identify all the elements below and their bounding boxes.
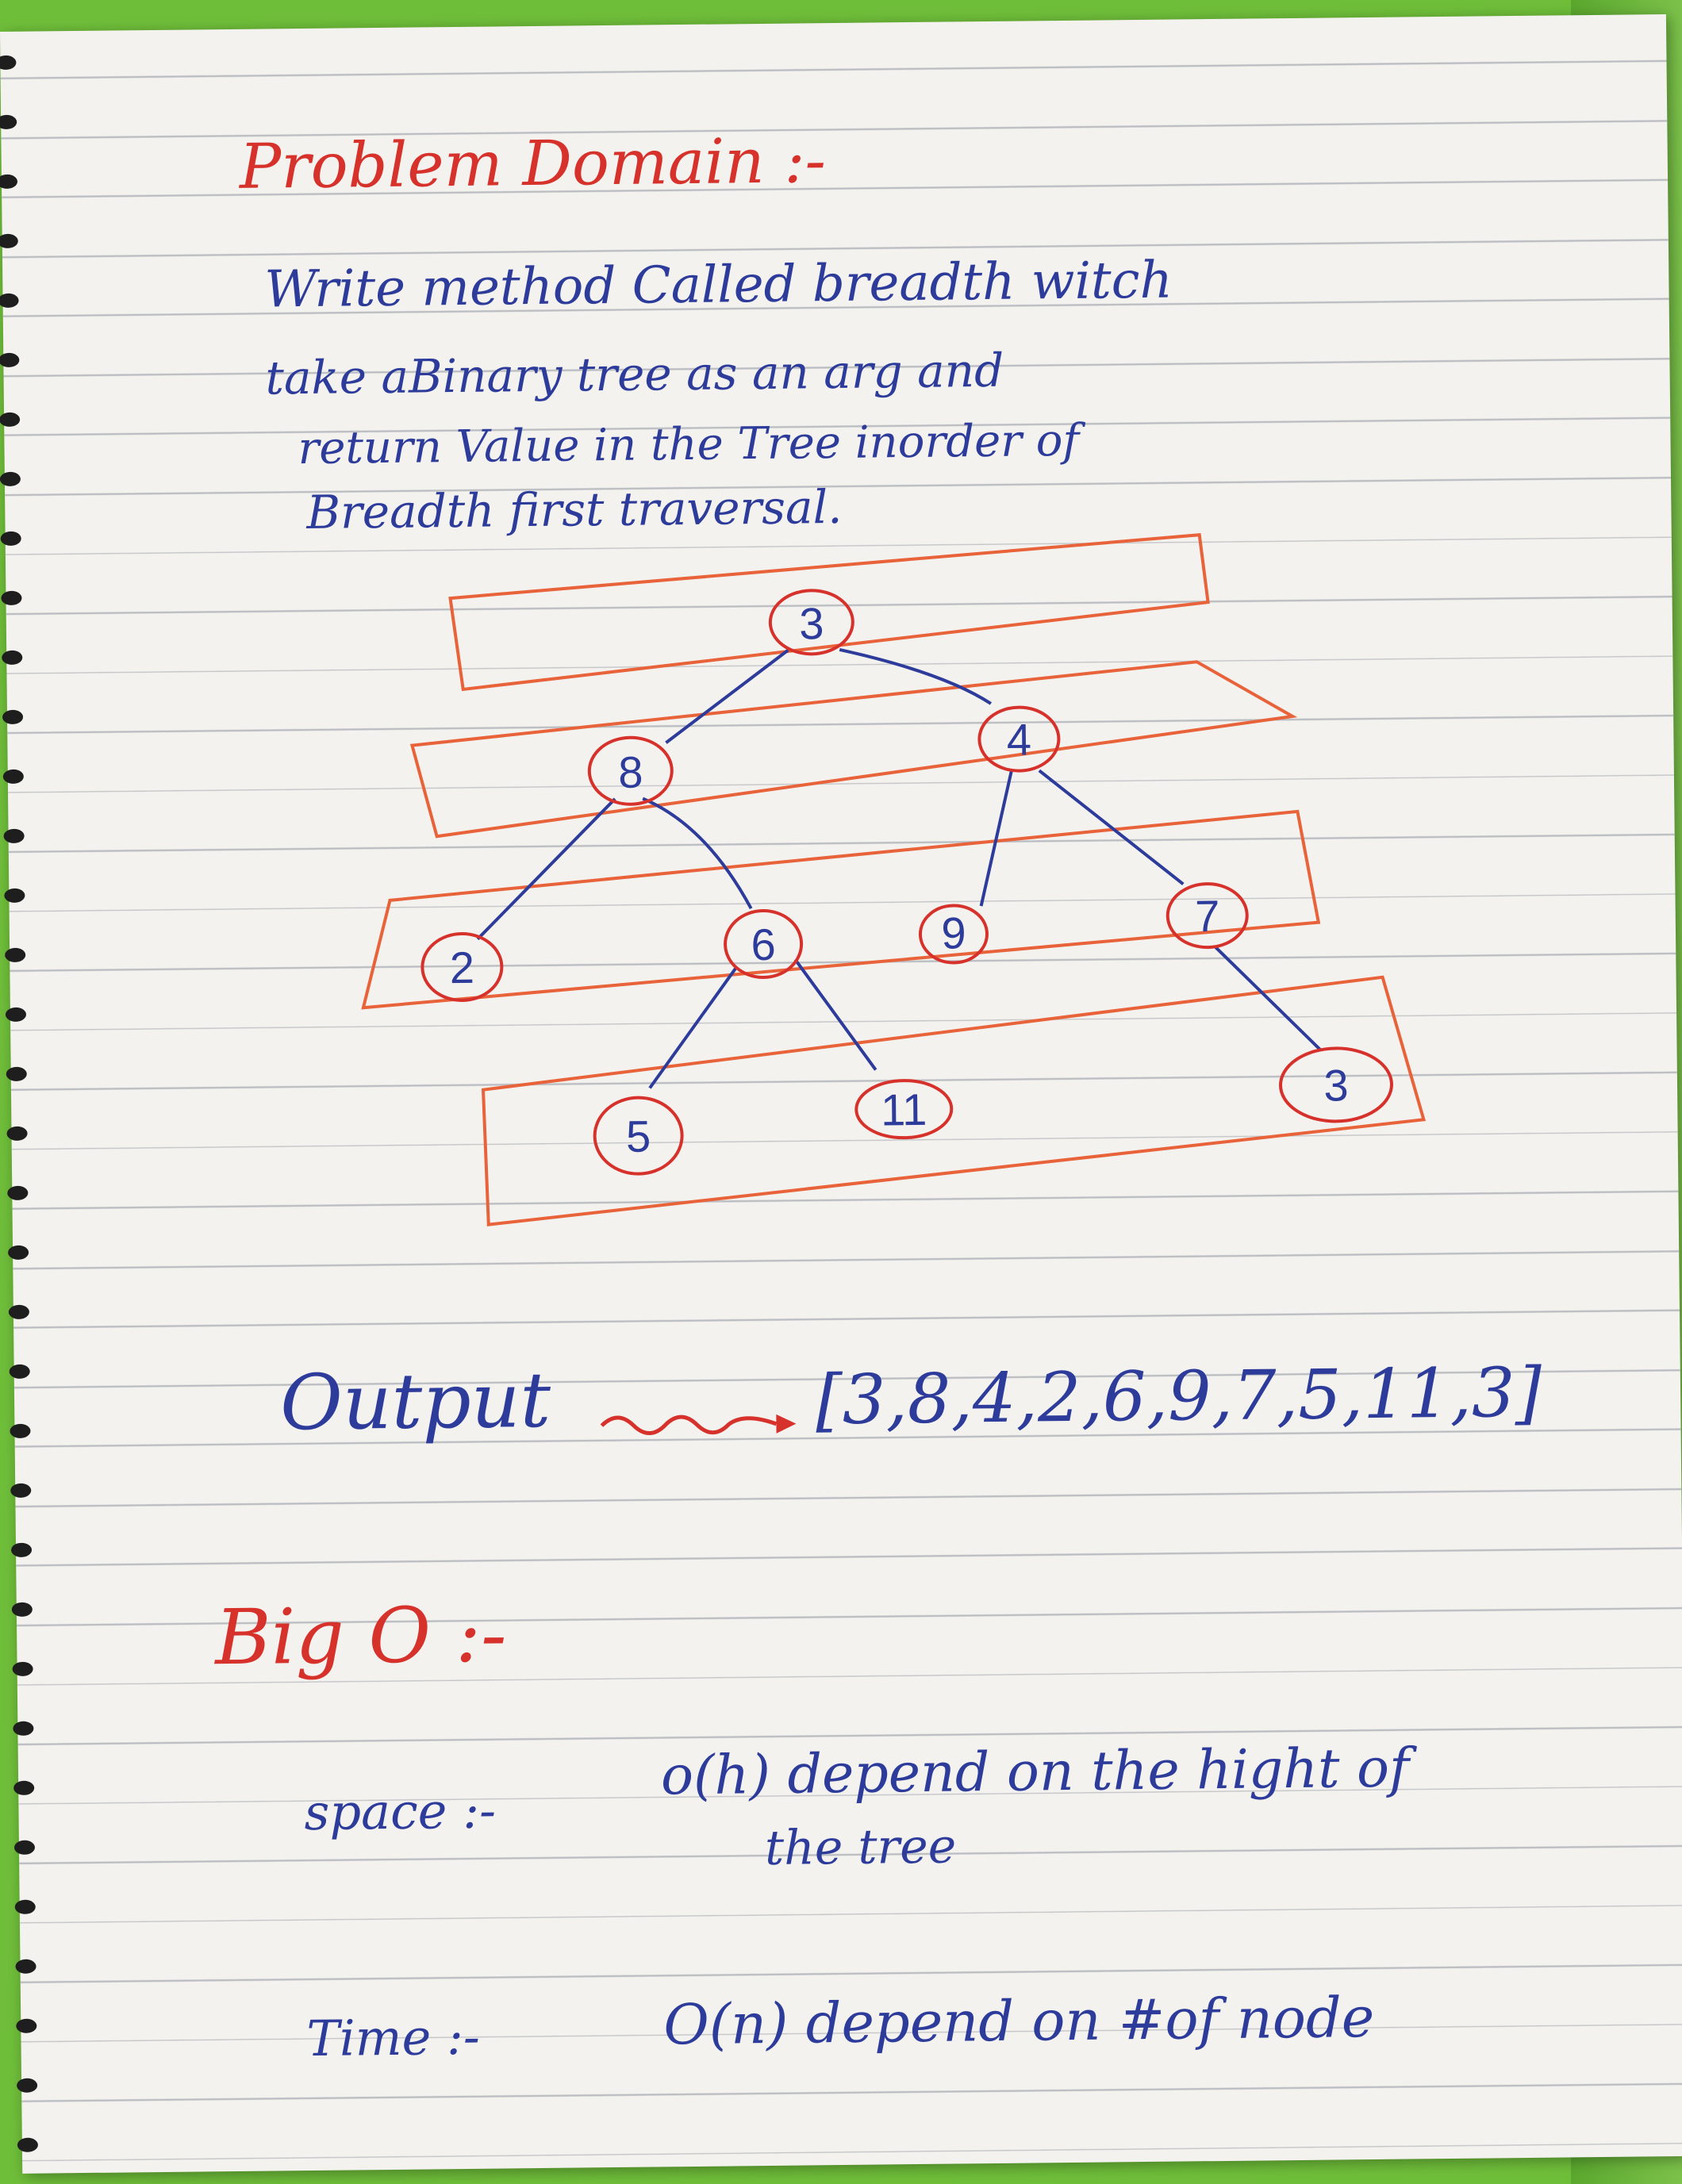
edge-4-7 [1038,769,1185,886]
node-circle-7 [1165,882,1249,950]
output-value: [3,8,4,2,6,9,7,5,11,3] [816,1353,1542,1441]
node-circle-11 [854,1079,954,1140]
node-circle-2 [420,931,504,1002]
heading: Problem Domain :- [237,125,826,203]
edge-7-3 [1214,946,1321,1051]
output-arrow-head-icon [776,1414,797,1434]
bigo-heading: Big O :- [213,1590,507,1682]
level-box-2 [409,660,1298,839]
tree-nodes [420,589,1393,1176]
tree-node-labels: 3 8 4 2 6 9 7 5 11 3 [449,598,1349,1161]
node-label-3-leaf: 3 [1323,1060,1349,1110]
edge-8-6 [642,796,753,910]
handwritten-notes: Problem Domain :- Write method Called br… [213,125,1542,2067]
level-box-1 [448,533,1210,692]
node-circle-5 [593,1096,684,1176]
node-circle-9 [918,904,989,965]
node-label-7: 7 [1195,891,1220,941]
problem-line-3: return Value in the Tree inorder of [298,415,1087,474]
node-label-4: 4 [1007,714,1032,764]
problem-line-2: take aBinary tree as an arg and [265,344,1004,405]
edge-3-4 [839,648,993,705]
node-circle-3-leaf [1278,1046,1393,1123]
edge-6-5 [648,967,738,1089]
node-label-11: 11 [881,1084,927,1135]
problem-line-4: Breadth first traversal. [305,480,843,539]
space-label: space :- [304,1782,496,1842]
output-label: Output [280,1356,552,1448]
level-box-4 [481,975,1427,1226]
node-circle-4 [977,705,1061,773]
edge-8-2 [476,797,616,941]
notebook-page: Problem Domain :- Write method Called br… [0,14,1682,2174]
output-arrow [600,1414,778,1436]
node-label-9: 9 [941,908,966,958]
time-label: Time :- [306,2008,480,2067]
node-label-2: 2 [449,942,474,992]
node-label-8: 8 [618,747,643,797]
space-text-2: the tree [765,1819,957,1877]
space-text: o(h) depend on the hight of [661,1737,1419,1807]
node-circle-6 [724,908,804,979]
tree-edges [476,648,1321,1089]
edge-3-8 [665,649,789,744]
node-label-5: 5 [626,1111,651,1161]
node-label-3-root: 3 [799,598,824,648]
edge-6-11 [793,958,877,1071]
problem-line-1: Write method Called breadth witch [264,251,1173,320]
edge-4-9 [979,770,1013,907]
node-circle-3-root [768,589,854,656]
node-circle-8 [587,735,674,806]
time-text: O(n) depend on #of node [663,1985,1375,2057]
node-label-6: 6 [751,919,776,969]
